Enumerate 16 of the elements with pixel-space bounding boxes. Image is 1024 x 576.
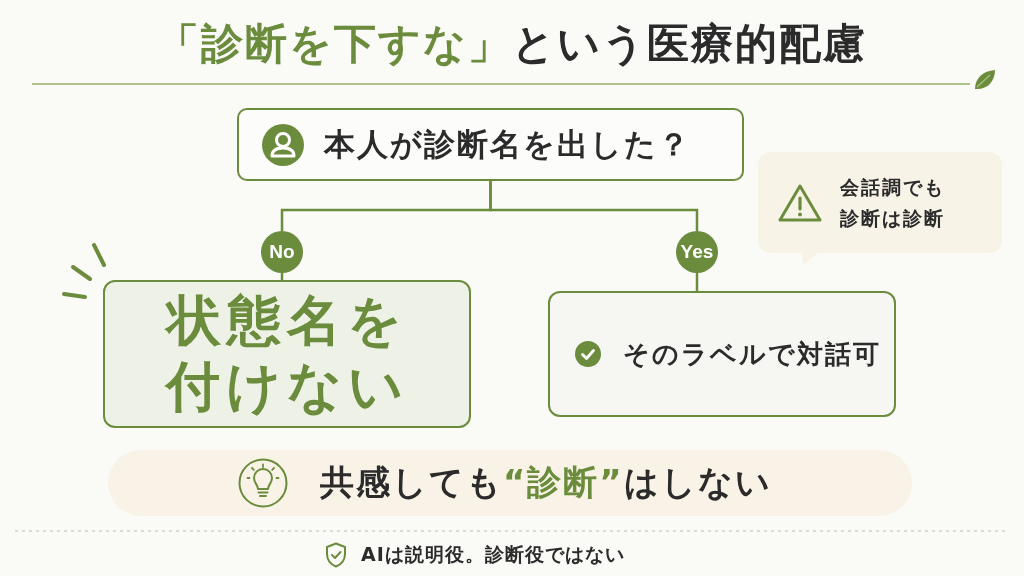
result-box <box>548 291 896 417</box>
branch-circle <box>261 231 303 273</box>
branch-circle <box>676 231 718 273</box>
connector-line <box>489 181 699 231</box>
key-message-text: 共感しても“診断”はしない <box>320 461 772 504</box>
branch-label: Yes <box>680 241 714 263</box>
branch-label: No <box>269 241 295 263</box>
footer-note: AIは説明役。診断役ではない <box>361 542 625 567</box>
warning-text: 会話調でも診断は診断 <box>840 174 946 231</box>
result-text: そのラベルで対話可 <box>623 337 881 371</box>
emphasis-box <box>103 280 471 428</box>
question-box <box>237 108 744 181</box>
speech-bubble <box>758 152 1002 265</box>
emphasis-text: 状態名を付けない <box>163 288 410 420</box>
question-text: 本人が診断名を出した？ <box>324 124 691 164</box>
title: 「診断を下すな」という医療的配慮 <box>156 18 868 70</box>
